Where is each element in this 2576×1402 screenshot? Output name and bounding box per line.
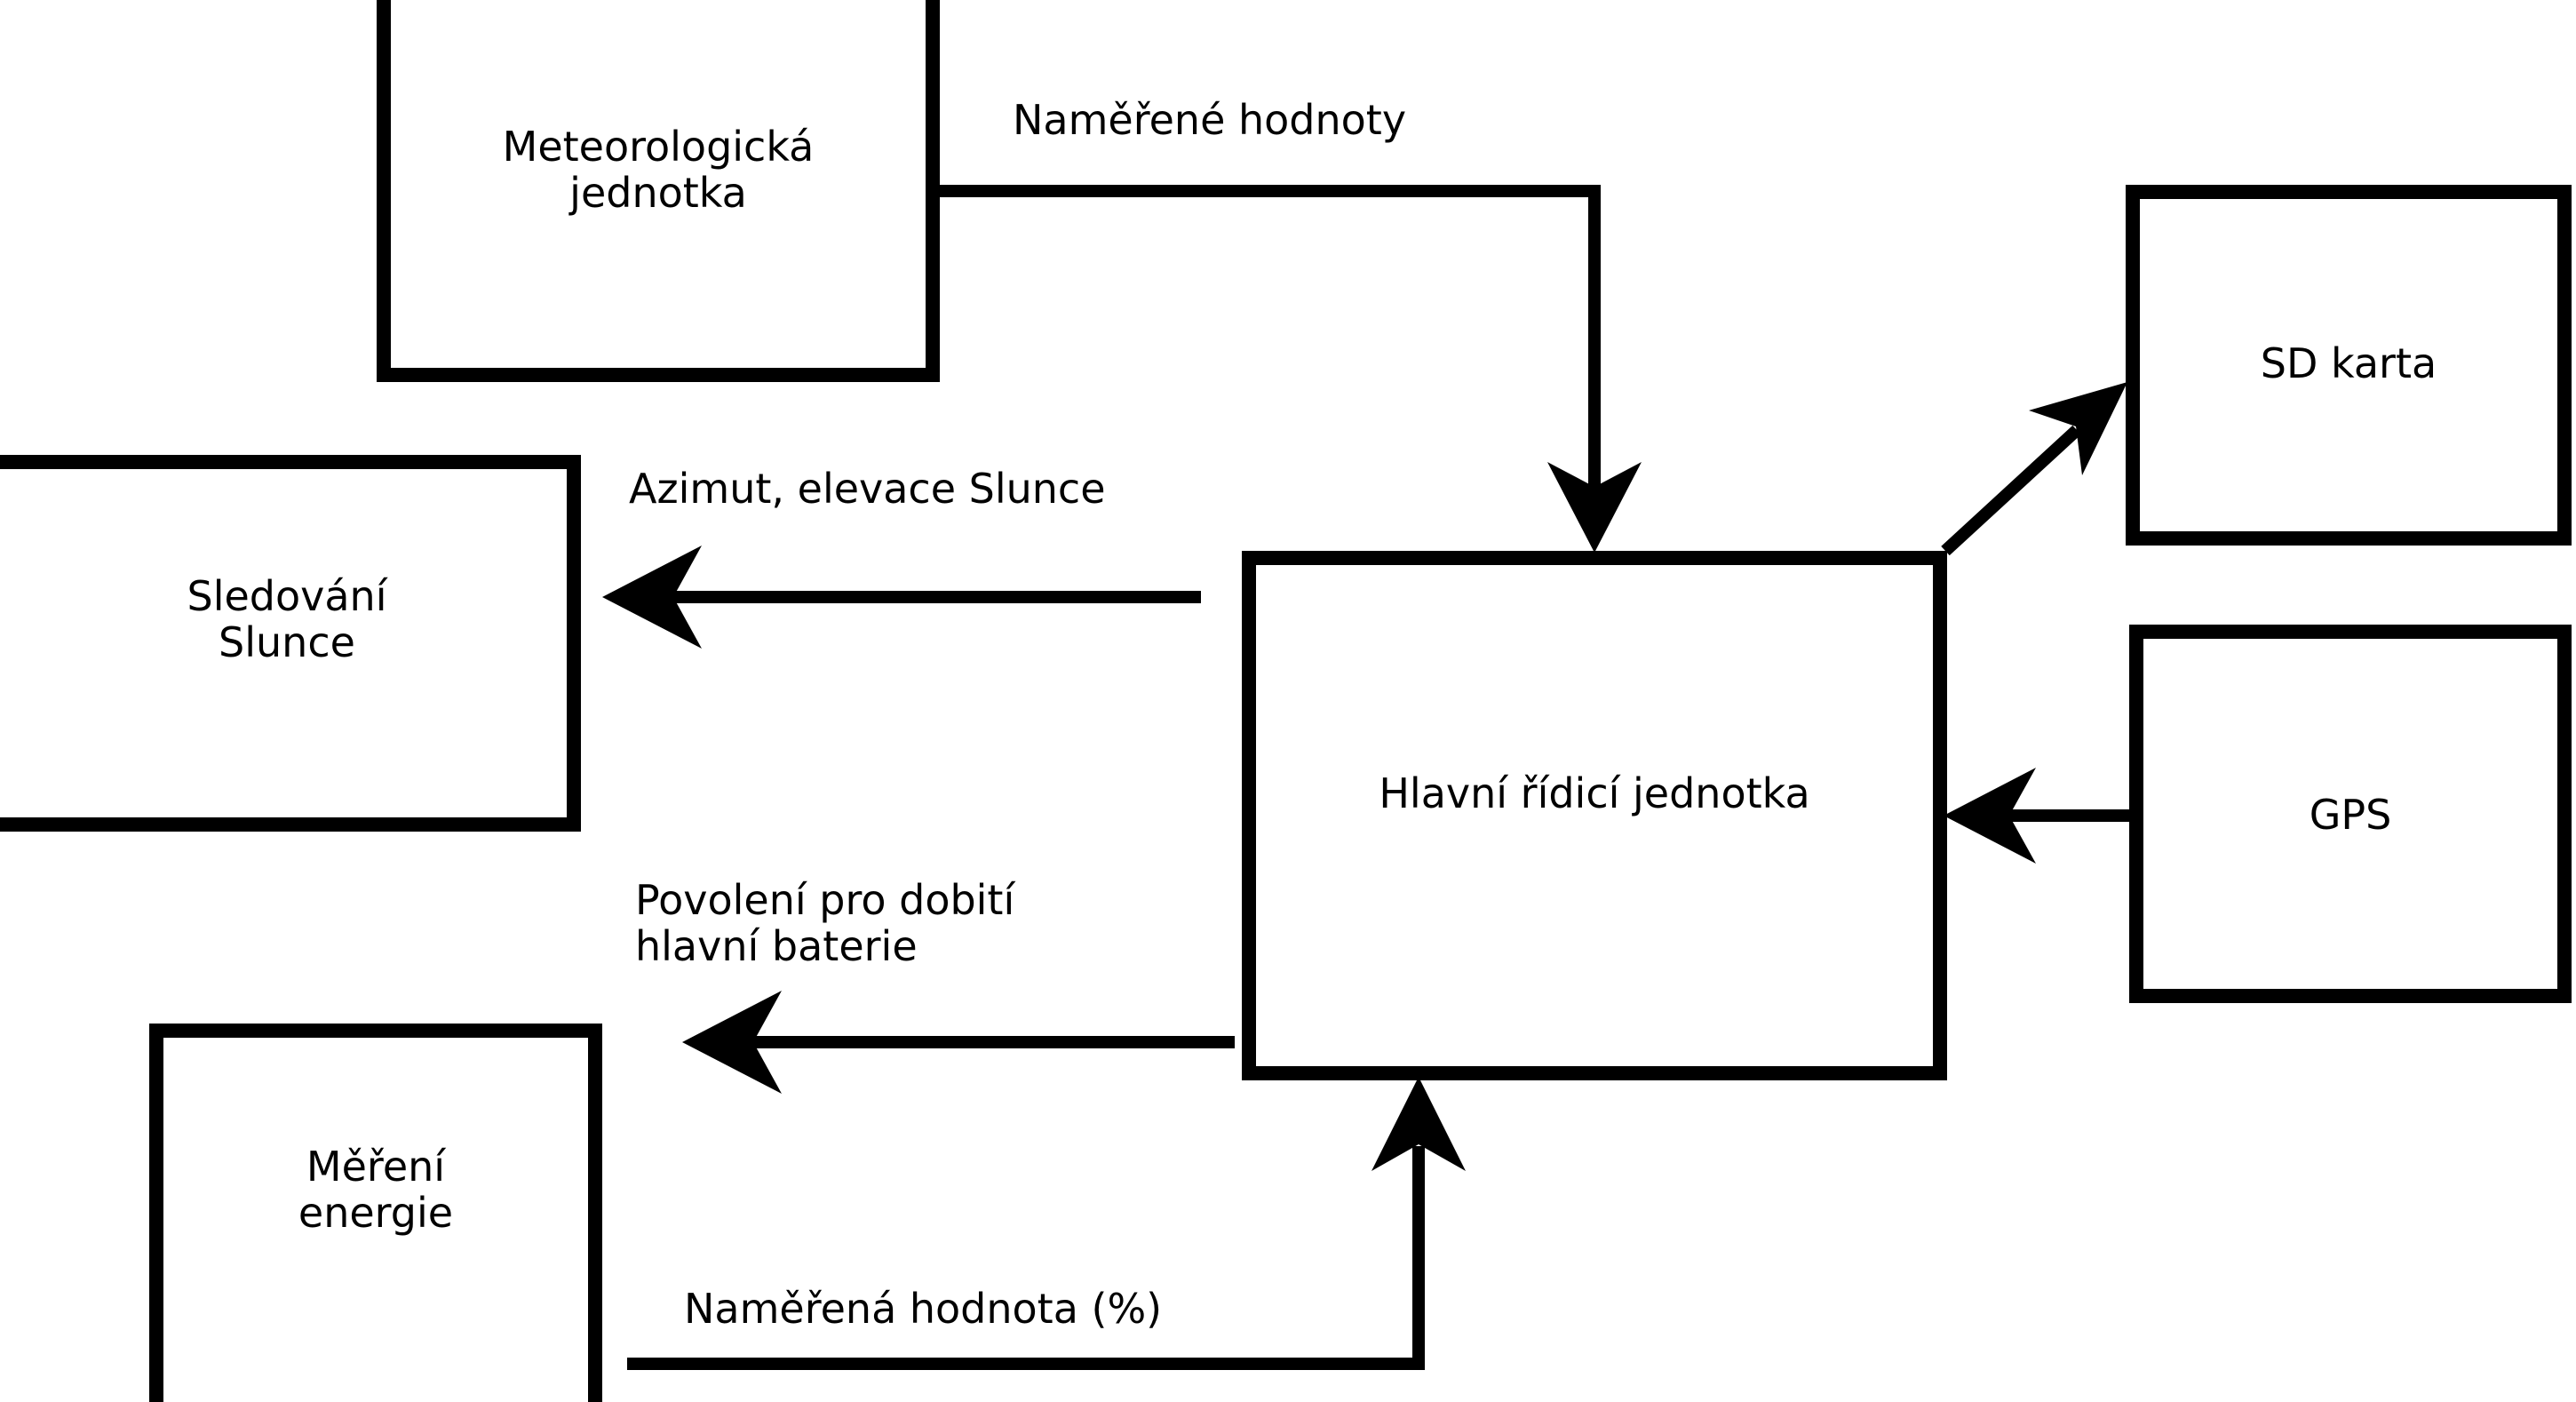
- edge-main-to-sun-tracking: [602, 546, 1201, 649]
- edge-main-to-energy-measurement: [682, 991, 1235, 1094]
- node-box-main-control-unit[interactable]: [1242, 551, 1947, 1080]
- node-box-sd-card[interactable]: [2126, 185, 2572, 546]
- edge-energy-to-main: [627, 1077, 1466, 1370]
- node-box-meteo[interactable]: [377, 0, 940, 382]
- node-box-energy-measurement[interactable]: [149, 1024, 602, 1402]
- edge-gps-to-main: [1944, 768, 2129, 864]
- edge-meteo-to-main: [940, 185, 1642, 553]
- node-box-gps[interactable]: [2129, 625, 2572, 1003]
- edge-main-to-sd-card: [1941, 382, 2127, 556]
- node-box-sun-tracking[interactable]: [0, 455, 581, 832]
